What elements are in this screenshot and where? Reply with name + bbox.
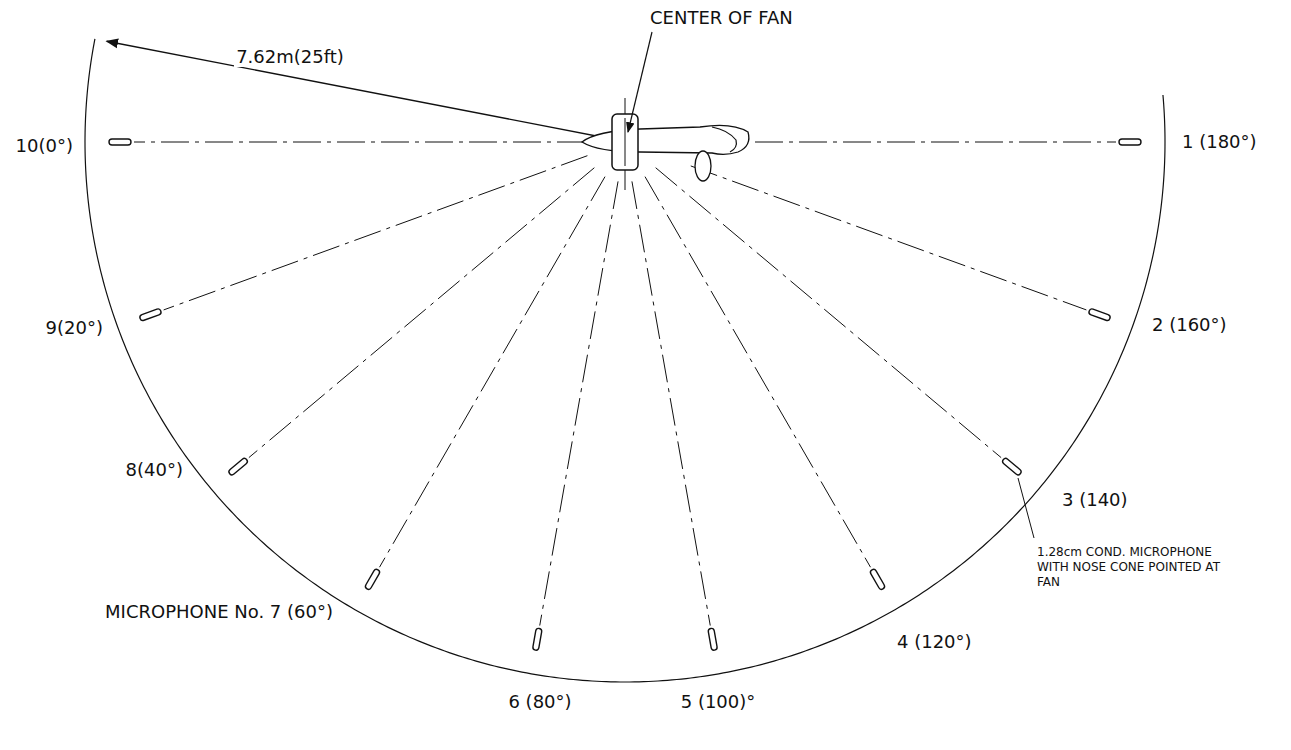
microphone-label: 10(0°): [14, 136, 75, 157]
microphone-symbol: [1119, 139, 1141, 145]
sight-line: [249, 168, 594, 458]
microphone-label: 5 (100)°: [679, 692, 758, 713]
sight-line: [380, 177, 606, 568]
fan-symbol: [612, 114, 638, 170]
microphone-symbol: [109, 139, 131, 145]
wheel-fairing: [695, 151, 711, 181]
microphone-symbol: [139, 308, 162, 321]
sight-line: [540, 181, 618, 625]
sight-line: [755, 142, 1116, 143]
sight-line: [632, 181, 710, 625]
fan-axis: [625, 118, 626, 166]
microphone-symbol: [1088, 308, 1111, 321]
dimension-label: 7.62m(25ft): [234, 47, 346, 68]
microphone-symbol: [708, 628, 718, 651]
microphone-label: 3 (140): [1060, 490, 1130, 511]
microphone-symbol: [228, 457, 249, 476]
sight-line: [645, 177, 871, 568]
sight-line: [691, 166, 1087, 310]
radius-arrow: [107, 41, 617, 140]
microphone-label: 8(40°): [124, 460, 185, 481]
leader-line: [628, 32, 652, 132]
leader-line: [1018, 478, 1034, 538]
measurement-arc: [85, 39, 1165, 682]
microphone-label: 9(20°): [44, 318, 105, 339]
microphone-label: 1 (180°): [1180, 132, 1259, 153]
microphone-symbol: [869, 568, 885, 590]
canopy: [712, 127, 736, 152]
sight-line: [656, 168, 1001, 458]
microphone-label: 6 (80°): [506, 692, 573, 713]
fan-axis: [625, 98, 626, 190]
microphone-symbol: [532, 628, 542, 651]
microphone-symbol: [364, 568, 380, 590]
note-text: 1.28cm COND. MICROPHONE WITH NOSE CONE P…: [1035, 545, 1229, 590]
microphone-label: 2 (160°): [1150, 315, 1229, 336]
microphone-label: MICROPHONE No. 7 (60°): [103, 602, 335, 623]
microphone-label: 4 (120°): [895, 632, 974, 653]
fuselage: [582, 125, 749, 154]
fan-label: CENTER OF FAN: [648, 8, 795, 29]
sight-line: [164, 156, 588, 310]
sight-line: [134, 142, 585, 143]
microphone-symbol: [1001, 457, 1022, 476]
